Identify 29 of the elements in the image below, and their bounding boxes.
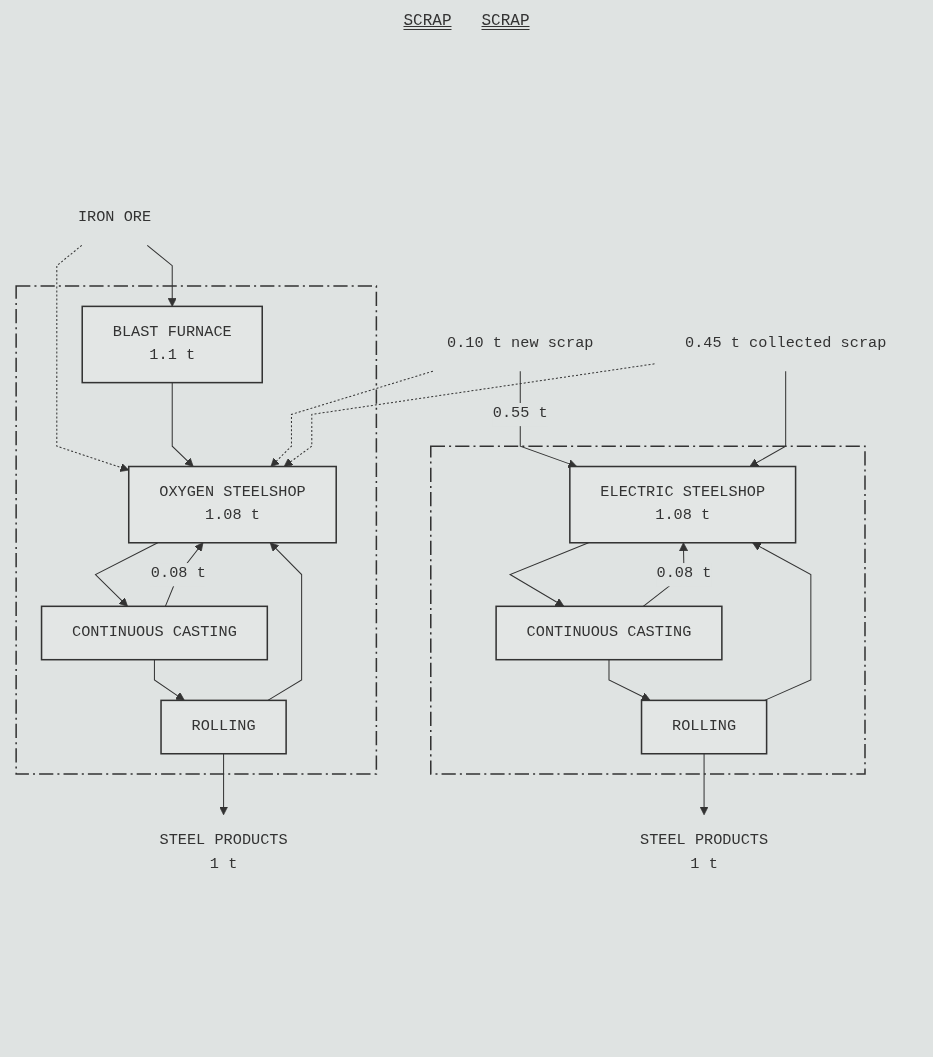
cluster — [15, 285, 378, 775]
node-box: CONTINUOUS CASTING — [40, 605, 269, 661]
arrow — [752, 542, 812, 701]
arrow — [699, 753, 709, 816]
node-box: BLAST FURNACE 1.1 t — [81, 305, 263, 384]
arrow — [153, 659, 185, 701]
arrow — [267, 542, 303, 701]
scrap-heading: SCRAP — [481, 12, 530, 30]
scrap-heading: SCRAP — [403, 12, 452, 30]
node-box: CONTINUOUS CASTING — [495, 605, 723, 661]
arrow — [270, 370, 434, 467]
edge-label: 0.55 t — [492, 405, 548, 423]
arrow — [219, 753, 229, 816]
node-box: ROLLING — [160, 699, 287, 755]
node-box: OXYGEN STEELSHOP 1.08 t — [128, 465, 337, 544]
node-text: 0.45 t collected scrap — [684, 335, 887, 353]
node-box: ROLLING — [640, 699, 768, 755]
edge-label: 0.08 t — [656, 565, 712, 583]
arrow — [171, 382, 194, 467]
arrow — [749, 370, 787, 467]
edge-label: 0.08 t — [150, 565, 206, 583]
arrow — [608, 659, 651, 701]
node-text: STEEL PRODUCTS 1 t — [159, 832, 288, 873]
node-text: 0.10 t new scrap — [447, 335, 594, 353]
node-text: IRON ORE — [77, 209, 152, 227]
arrow — [146, 244, 177, 307]
cluster — [430, 445, 866, 775]
node-box: ELECTRIC STEELSHOP 1.08 t — [569, 465, 797, 544]
node-text: STEEL PRODUCTS 1 t — [640, 832, 769, 873]
